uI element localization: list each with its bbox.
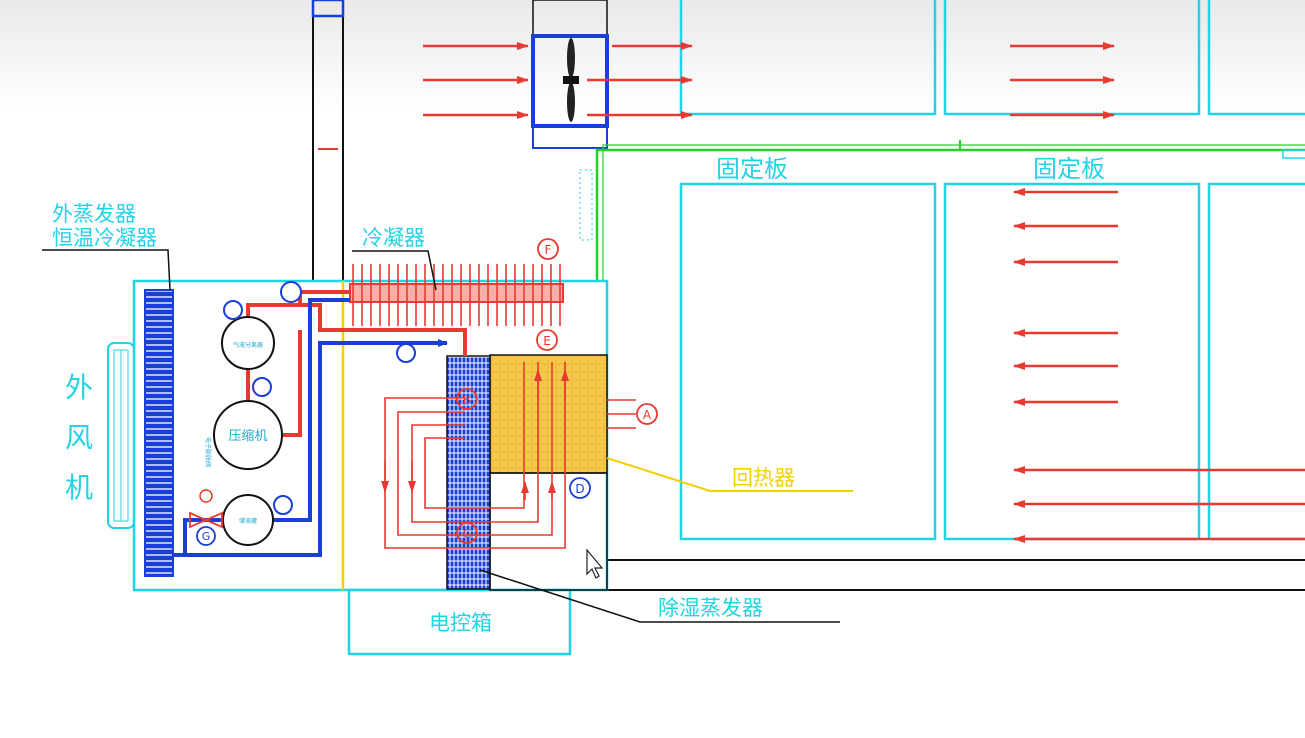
dehumidify-evaporator-label: 除湿蒸发器 [658, 596, 763, 620]
floor-lines [606, 559, 1305, 591]
constant-temp-condenser-label: 恒温冷凝器 [52, 226, 157, 250]
fixed-plate-label-2: 固定板 [1033, 155, 1105, 183]
upper-shelf-compartments [679, 0, 1305, 116]
outer-fan-label-1: 外 [65, 371, 93, 404]
fixed-plate-label-1: 固定板 [716, 155, 788, 183]
point-marker-c: C [456, 522, 478, 544]
condenser-fins [352, 264, 561, 326]
leader-lines [42, 249, 853, 623]
point-marker-d: D [569, 477, 591, 499]
exhaust-chimney [311, 0, 345, 282]
outer-fan-label-2: 风 [65, 421, 93, 454]
svg-text:F: F [545, 243, 552, 257]
point-marker-e: E [536, 329, 558, 351]
pipe-node-markers [223, 281, 416, 515]
svg-text:B: B [463, 393, 471, 407]
outer-fan [107, 342, 135, 529]
point-marker-f: F [537, 238, 559, 260]
outer-fan-label-3: 机 [65, 471, 93, 504]
point-marker-b: B [456, 388, 478, 410]
return-air-loops [381, 362, 636, 549]
condenser-coil [349, 283, 564, 303]
liquid-receiver: 储液罐 [222, 494, 274, 546]
mouse-cursor-icon [586, 548, 604, 579]
svg-text:C: C [463, 527, 471, 541]
outer-evaporator-label: 外蒸发器 [52, 202, 136, 226]
svg-text:E: E [543, 334, 551, 348]
fan-icon [563, 38, 579, 122]
svg-text:储液罐: 储液罐 [239, 517, 257, 525]
dehumidify-evaporator-coil [446, 355, 491, 590]
expansion-valve-icon: 电子膨胀阀 [189, 437, 223, 529]
svg-text:D: D [575, 482, 584, 496]
point-marker-a: A [636, 403, 658, 425]
compressor: 压缩机 [213, 400, 283, 470]
heat-recovery-label: 回热器 [732, 466, 795, 490]
svg-text:电子膨胀阀: 电子膨胀阀 [204, 437, 212, 467]
green-air-duct [579, 140, 1305, 280]
svg-text:压缩机: 压缩机 [228, 428, 267, 444]
gas-liquid-separator: 气液分离器 [221, 316, 275, 370]
cold-refrigerant-piping [173, 298, 448, 557]
airflow-arrows [423, 42, 1305, 543]
svg-text:G: G [202, 530, 211, 543]
point-marker-g: G [196, 526, 216, 546]
hot-refrigerant-piping [246, 290, 467, 437]
svg-text:气液分离器: 气液分离器 [233, 341, 263, 349]
outer-evaporator-coil [144, 289, 174, 577]
condenser-label: 冷凝器 [362, 226, 425, 250]
svg-text:A: A [643, 408, 652, 422]
control-box-label: 电控箱 [429, 611, 492, 635]
